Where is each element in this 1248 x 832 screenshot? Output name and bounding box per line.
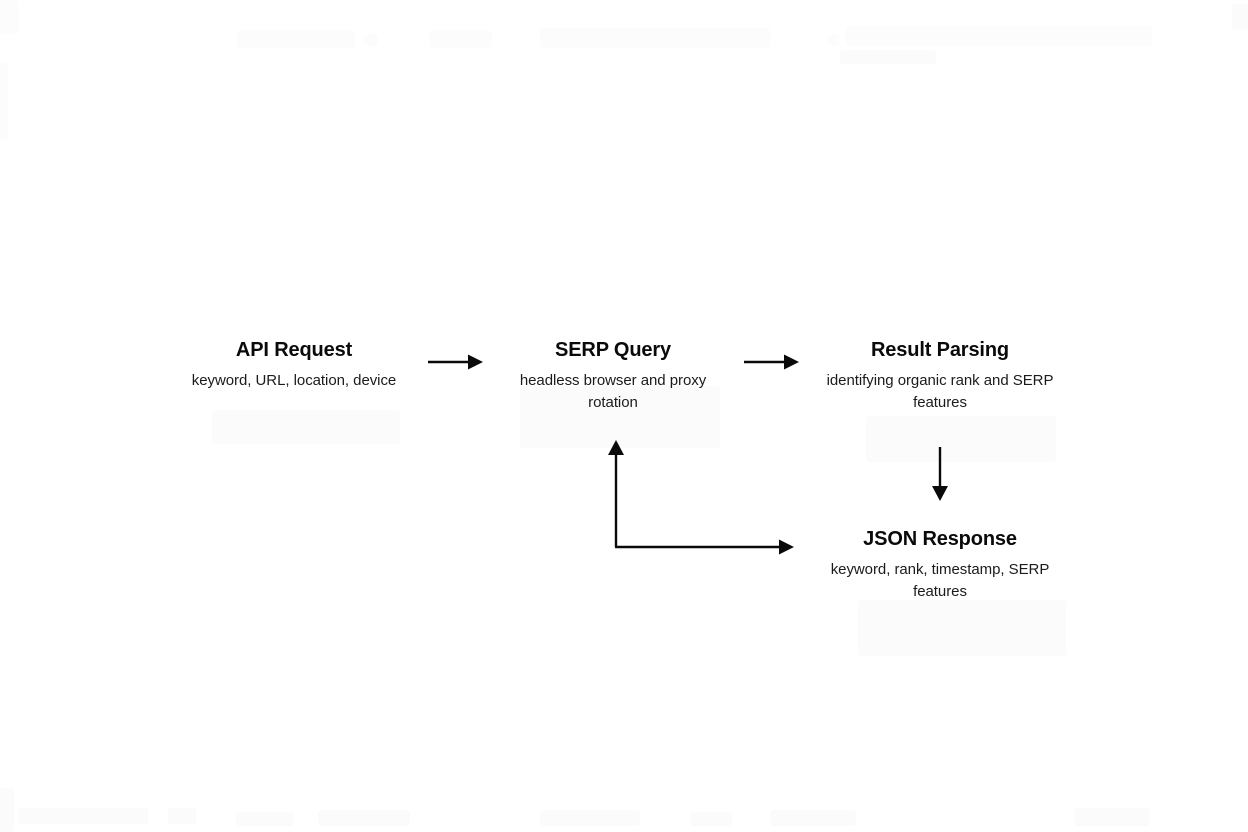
edge-api-request-to-serp-query (428, 354, 483, 370)
edge-serp-query-to-result-parsing (744, 354, 799, 370)
node-serp-query-title: SERP Query (555, 339, 671, 361)
node-json-response[interactable]: JSON Response keyword, rank, timestamp, … (820, 527, 1060, 602)
node-api-request[interactable]: API Request keyword, URL, location, devi… (175, 338, 413, 392)
node-result-parsing[interactable]: Result Parsing identifying organic rank … (820, 338, 1060, 413)
edge-result-parsing-to-json-response (932, 447, 948, 501)
edge-feedback-loop-right-to-json-response (615, 539, 794, 555)
node-serp-query[interactable]: SERP Query headless browser and proxy ro… (503, 338, 723, 413)
node-api-request-title: API Request (235, 339, 353, 361)
node-result-parsing-subtitle: identifying organic rank and SERP featur… (826, 372, 1054, 411)
node-json-response-subtitle: keyword, rank, timestamp, SERP features (830, 561, 1050, 600)
node-api-request-subtitle: keyword, URL, location, device (191, 372, 397, 390)
node-json-response-title: JSON Response (863, 528, 1017, 550)
edge-feedback-loop-up-to-serp-query (608, 440, 624, 547)
node-result-parsing-title: Result Parsing (871, 339, 1009, 361)
node-serp-query-subtitle: headless browser and proxy rotation (519, 372, 707, 411)
